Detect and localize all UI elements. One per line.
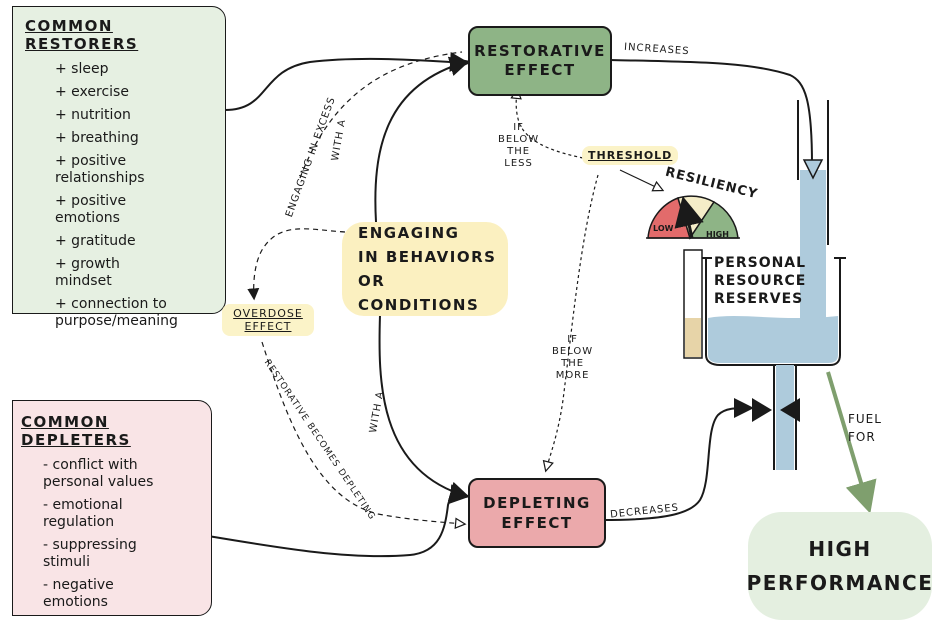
threshold-tag: THRESHOLD — [582, 146, 679, 165]
gauge-high-label: HIGH — [706, 230, 729, 239]
engaging-behaviors-node: ENGAGING IN BEHAVIORS OR CONDITIONS — [342, 222, 508, 316]
fuel-for-label: FUEL FOR — [848, 412, 882, 444]
overdose-dashed-line — [261, 341, 464, 524]
restorers-item: + sleep — [55, 61, 109, 77]
outlet-water — [776, 365, 794, 470]
reserve-tube-fill — [685, 318, 701, 357]
excess-top-dashed-line — [299, 51, 463, 179]
engaging-to-depleting-line — [378, 314, 470, 502]
excess-dashed-line — [247, 228, 346, 301]
personal-resource-reserves-label: PERSONAL RESOURCE RESERVES — [714, 255, 807, 307]
high-performance-node: HIGH PERFORMANCE — [747, 512, 932, 620]
inlet-pipe — [797, 100, 829, 245]
if-below-more-label: IF BELOW THE MORE — [552, 334, 594, 381]
engaging-to-restorative-line — [374, 56, 470, 223]
depleters-title: COMMON DEPLETERS — [21, 413, 131, 449]
depleters-panel: COMMON DEPLETERS - conflict with persona… — [12, 400, 212, 616]
reservoir-water — [708, 316, 838, 363]
depleters-item: - negative emotions — [43, 577, 114, 610]
threshold-to-depleting-dashed — [546, 174, 599, 470]
restorers-list: + sleep + exercise + nutrition + breathing +… — [55, 61, 215, 330]
depleting-effect-node: DEPLETING EFFECT — [468, 478, 606, 548]
restorers-connector — [224, 51, 470, 111]
gauge-needle — [674, 196, 704, 239]
overdose-effect-tag: OVERDOSE EFFECT — [222, 304, 314, 336]
restorers-item: + gratitude — [55, 233, 136, 249]
restorers-item: + positive emotions — [55, 193, 127, 226]
inlet-arrowhead — [802, 159, 824, 180]
threshold-to-restorative-dashed — [516, 90, 584, 159]
restorers-panel: COMMON RESTORERS + sleep + exercise + nutr… — [12, 6, 226, 329]
gauge-low-label: LOW — [653, 224, 674, 233]
restorers-title: COMMON RESTORERS — [25, 17, 139, 53]
depleters-connector — [207, 484, 470, 558]
inlet-water — [800, 170, 826, 320]
valve-icon — [752, 398, 800, 422]
if-below-less-label: IF BELOW THE LESS — [498, 122, 540, 169]
threshold-to-gauge-line — [619, 169, 662, 190]
depleters-item: - emotional regulation — [43, 497, 123, 530]
restorers-item: + exercise — [55, 84, 129, 100]
decreases-line — [601, 398, 754, 521]
depleters-list: - conflict with personal values - emotion… — [43, 457, 201, 611]
restorative-effect-node: RESTORATIVE EFFECT — [468, 26, 612, 96]
restorers-item: + breathing — [55, 130, 139, 146]
fuel-arrow — [826, 371, 877, 514]
restorers-item: + growth mindset — [55, 256, 120, 289]
restorers-item: + nutrition — [55, 107, 131, 123]
depleters-item: - suppressing stimuli — [43, 537, 137, 570]
restorers-item: + positive relationships — [55, 153, 145, 186]
increases-line — [609, 59, 813, 166]
depleters-item: - conflict with personal values — [43, 457, 154, 490]
restorers-item: + connection to purpose/meaning — [55, 296, 178, 329]
